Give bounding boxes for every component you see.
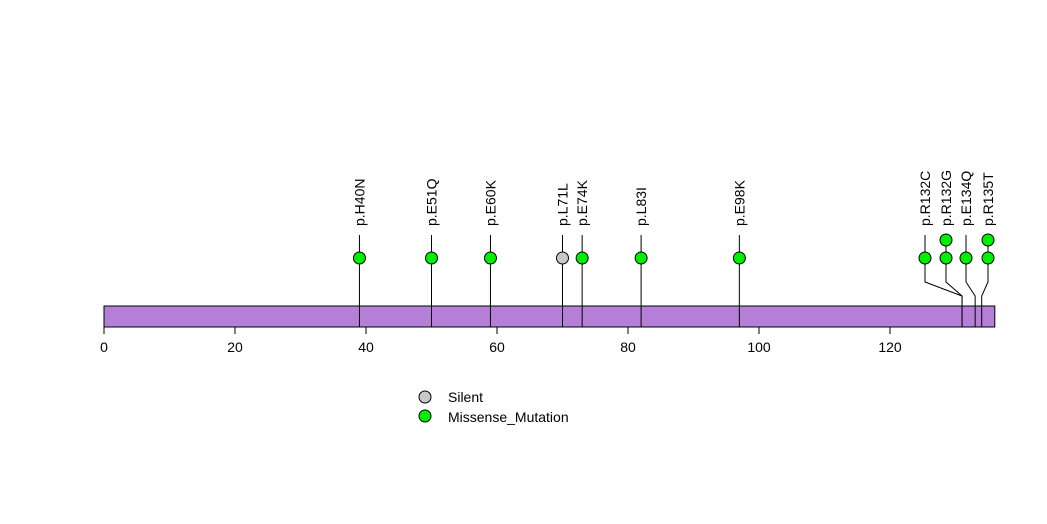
mutation-label: p.L83I [633, 187, 649, 226]
axis-tick-label: 120 [878, 339, 902, 355]
mutation-label: p.E60K [482, 179, 498, 226]
mutation-label: p.E74K [574, 179, 590, 226]
stem-p.E134Q [965, 235, 976, 306]
protein-bar [103, 305, 996, 328]
mutation-label: p.R132G [938, 170, 954, 226]
mutation-label: p.R135T [980, 172, 996, 226]
stems-layer [358, 235, 989, 306]
mutation-label: p.L71L [555, 183, 571, 226]
mutation-head-p.E134Q [959, 251, 973, 265]
bar-position-lines [358, 306, 983, 327]
mutation-head-p.E74K [575, 251, 589, 265]
heads-layer [352, 233, 995, 265]
mutation-head-p.H40N [352, 251, 366, 265]
mutation-head-p.E51Q [425, 251, 438, 265]
mutation-head-p.L83I [634, 251, 648, 265]
axis-tick-label: 40 [358, 339, 374, 355]
axis-tick-label: 100 [747, 339, 771, 355]
legend-marker-silent [418, 390, 432, 404]
mutation-label: p.E98K [731, 179, 747, 226]
x-axis: 0 20 40 60 80 100 120 [100, 326, 902, 355]
legend-marker-missense [418, 409, 432, 423]
mutation-head-p.R135T [981, 233, 995, 247]
legend: Silent Missense_Mutation [418, 389, 569, 425]
legend-label-missense: Missense_Mutation [448, 409, 569, 425]
mutation-head-p.L71L [556, 251, 569, 265]
axis-tick-label: 80 [620, 339, 636, 355]
mutation-head-p.E60K [483, 251, 497, 265]
mutation-head-p.R132C [918, 251, 932, 265]
mutation-head-p.R132G [939, 233, 953, 247]
mutation-head-p.R132G [939, 251, 953, 265]
mutation-label: p.H40N [351, 179, 367, 226]
mutation-label: p.E134Q [958, 171, 974, 226]
mutation-label: p.R132C [917, 171, 933, 226]
axis-tick-label: 20 [227, 339, 243, 355]
mutation-label: p.E51Q [424, 178, 440, 226]
legend-label-silent: Silent [448, 389, 483, 405]
mutation-head-p.R135T [981, 251, 995, 265]
axis-tick-label: 0 [100, 339, 108, 355]
mutation-head-p.E98K [732, 251, 746, 265]
axis-tick-label: 60 [489, 339, 505, 355]
